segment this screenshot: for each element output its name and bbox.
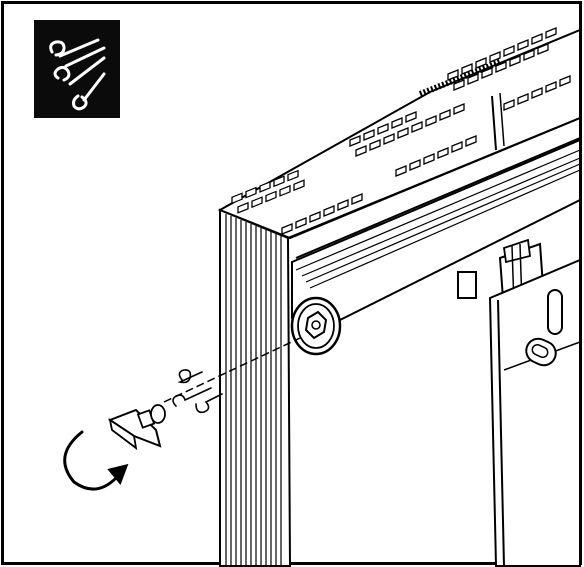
vent-grid-rear [447,27,571,111]
vent-grid-front [231,169,305,214]
alignment-line [163,337,301,403]
nozzle-tool [107,404,166,451]
air-blow-badge [34,20,120,118]
vent-grid-slots [281,193,363,235]
mounting-bracket [457,238,581,567]
rotate-clockwise-icon [63,430,129,491]
frame-side-face [219,208,292,567]
roller-end-cap [290,296,342,356]
wind-swirl-icon [172,369,223,414]
vent-grid-middle [349,103,477,177]
air-blow-icon [49,38,106,111]
badge-background [34,20,120,118]
